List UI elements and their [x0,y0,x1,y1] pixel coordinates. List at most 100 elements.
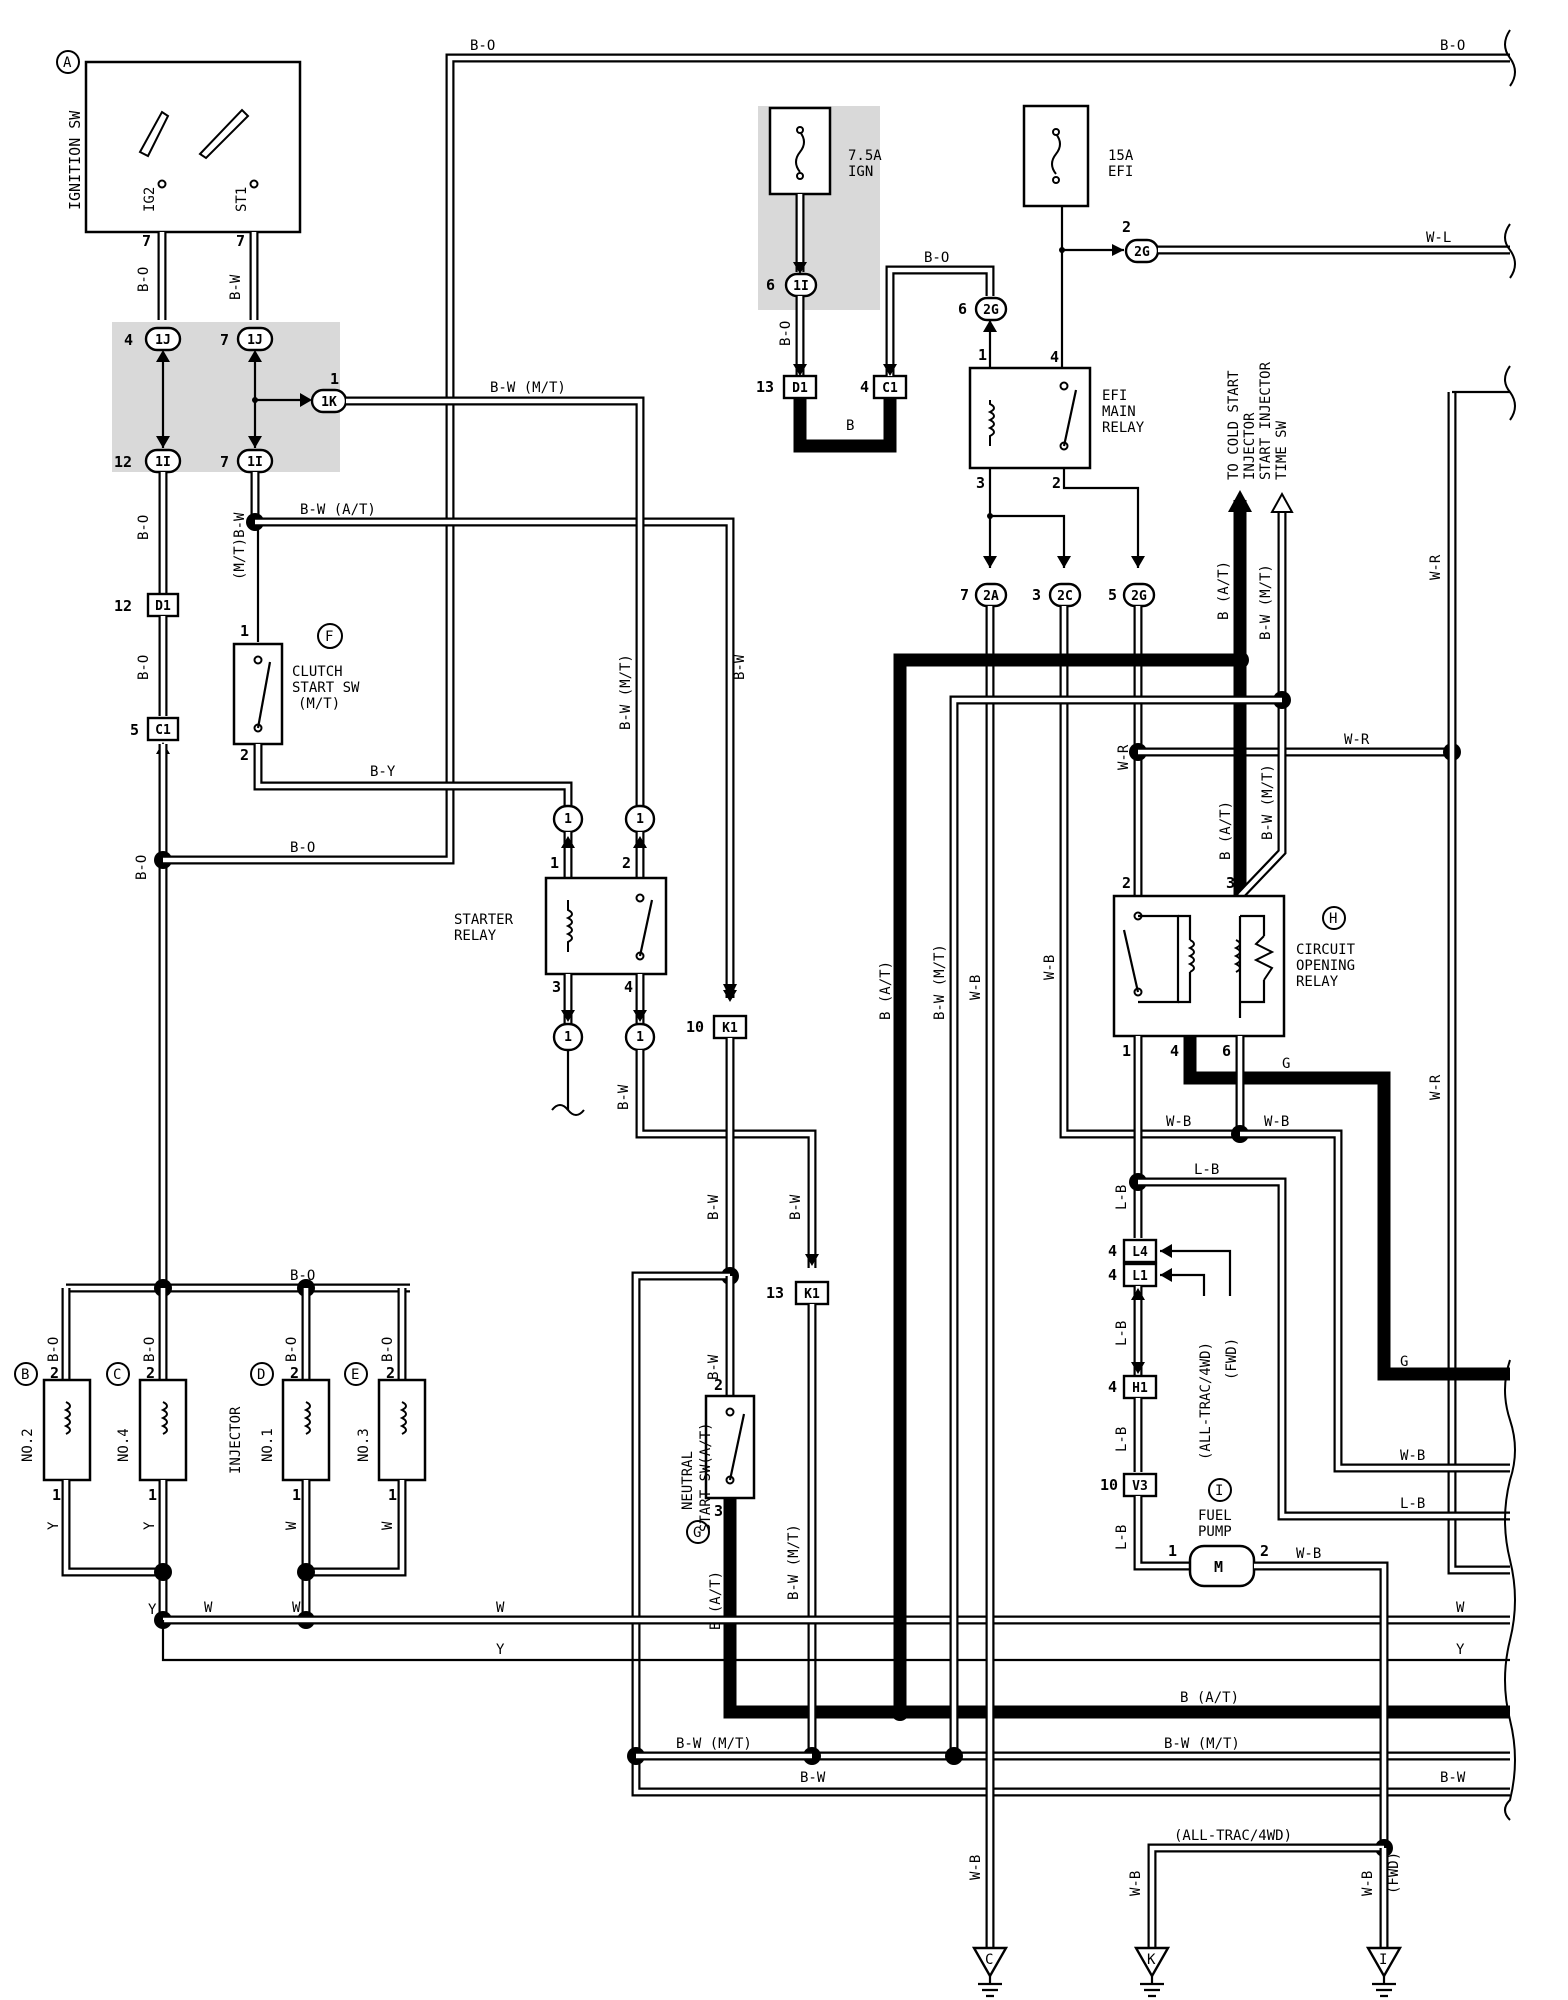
svg-text:H1: H1 [1132,1381,1148,1396]
svg-text:B-W (M/T): B-W (M/T) [490,380,566,396]
svg-text:ST1: ST1 [234,187,250,212]
svg-text:Y: Y [1456,1642,1465,1658]
connector-2A: 2A 7 [960,582,1008,608]
svg-text:12: 12 [114,453,132,471]
svg-text:2: 2 [50,1364,59,1382]
svg-text:B-O: B-O [290,840,315,856]
svg-text:B-W: B-W [788,1194,804,1220]
svg-text:Y: Y [46,1521,62,1530]
svg-text:RELAY: RELAY [1296,974,1339,990]
svg-text:B-O: B-O [284,1337,300,1362]
svg-text:7: 7 [142,232,151,250]
svg-text:4: 4 [1050,348,1059,366]
svg-text:D: D [257,1367,265,1383]
fuel-pump: M [1188,1544,1256,1588]
svg-text:1: 1 [636,812,644,827]
ground-I: I [1365,1946,1403,1998]
connector-1-bottom-right: 1 [624,1022,656,1052]
injector-label: INJECTOR [228,1406,244,1474]
circuit-opening-relay [1112,894,1286,1038]
svg-text:B-Y: B-Y [370,764,396,780]
svg-text:RELAY: RELAY [454,928,497,944]
svg-text:NO.2: NO.2 [20,1428,36,1462]
svg-text:STARTER: STARTER [454,912,514,928]
svg-text:W-R: W-R [1428,554,1444,580]
svg-text:B-O: B-O [134,855,150,880]
svg-text:7.5A: 7.5A [848,148,882,164]
svg-text:B-O: B-O [380,1337,396,1362]
svg-text:2: 2 [386,1364,395,1382]
svg-text:W-B: W-B [1042,955,1058,980]
svg-text:(ALL-TRAC/4WD): (ALL-TRAC/4WD) [1174,1828,1292,1844]
svg-text:CIRCUIT: CIRCUIT [1296,942,1356,958]
svg-text:MAIN: MAIN [1102,404,1136,420]
svg-text:B-O: B-O [142,1337,158,1362]
svg-text:B-W: B-W [732,654,748,680]
svg-text:CLUTCH: CLUTCH [292,664,343,680]
svg-text:D1: D1 [155,599,171,614]
svg-text:4: 4 [624,978,633,996]
svg-text:W: W [380,1521,396,1530]
injector-no2: B NO.2 [14,1362,92,1482]
svg-text:B-W (M/T): B-W (M/T) [786,1524,802,1600]
svg-text:10: 10 [686,1018,704,1036]
connector-1J-left: 1J 4 [124,326,182,352]
svg-text:5: 5 [130,721,139,739]
svg-text:1: 1 [1168,1542,1177,1560]
svg-text:IG2: IG2 [142,187,158,212]
svg-text:L-B: L-B [1114,1321,1130,1346]
svg-text:FUEL: FUEL [1198,1508,1232,1524]
svg-text:1J: 1J [247,333,263,348]
svg-text:W-R: W-R [1116,744,1132,770]
svg-text:B-W (M/T): B-W (M/T) [618,654,634,730]
svg-text:7: 7 [236,232,245,250]
connector-1-top-left: 1 [552,804,584,834]
svg-text:1: 1 [292,1486,301,1504]
svg-text:B-W (M/T): B-W (M/T) [676,1736,752,1752]
svg-text:G: G [1282,1056,1290,1072]
svg-text:B-O: B-O [136,515,152,540]
svg-text:B: B [846,418,854,434]
connector-1I-fuse: 1I 6 [766,272,818,298]
svg-text:L4: L4 [1132,1245,1148,1260]
connector-2G-6: 2G 6 [958,296,1008,322]
svg-text:2G: 2G [983,303,999,318]
clutch-start-switch [232,642,284,746]
svg-text:B-O: B-O [470,38,495,54]
svg-text:I: I [1379,1952,1387,1968]
svg-text:2: 2 [146,1364,155,1382]
svg-text:2G: 2G [1134,245,1150,260]
svg-text:W: W [204,1600,213,1616]
svg-text:W-B: W-B [1264,1114,1289,1130]
svg-text:W-B: W-B [1296,1546,1321,1562]
svg-text:L-B: L-B [1400,1496,1425,1512]
svg-text:B-W (M/T): B-W (M/T) [1258,564,1274,640]
connector-2C: 2C 3 [1032,582,1082,608]
svg-text:B (A/T): B (A/T) [1216,561,1232,620]
svg-text:13: 13 [756,378,774,396]
svg-text:W-R: W-R [1428,1074,1444,1100]
ground-K: K [1133,1946,1171,1998]
svg-text:PUMP: PUMP [1198,1524,1232,1540]
svg-text:W-R: W-R [1344,732,1370,748]
svg-text:START SW(A/T): START SW(A/T) [698,1422,714,1532]
svg-text:4: 4 [1108,1242,1117,1260]
svg-text:2: 2 [1122,874,1131,892]
connector-2G-2: 2G 2 [1122,218,1160,264]
svg-text:2: 2 [290,1364,299,1382]
svg-text:3: 3 [552,978,561,996]
svg-text:L-B: L-B [1114,1185,1130,1210]
connector-1J-right: 1J 7 [220,326,274,352]
svg-text:B-W: B-W [228,274,244,300]
svg-text:B-W (A/T): B-W (A/T) [300,502,376,518]
svg-text:C: C [985,1952,993,1968]
svg-text:Y: Y [148,1602,157,1618]
svg-text:1I: 1I [155,455,171,470]
svg-text:1: 1 [978,346,987,364]
ground-C: C [971,1946,1009,1998]
svg-text:2: 2 [1260,1542,1269,1560]
efi-main-relay [968,366,1092,470]
svg-text:7: 7 [220,453,229,471]
svg-text:2G: 2G [1131,589,1147,604]
